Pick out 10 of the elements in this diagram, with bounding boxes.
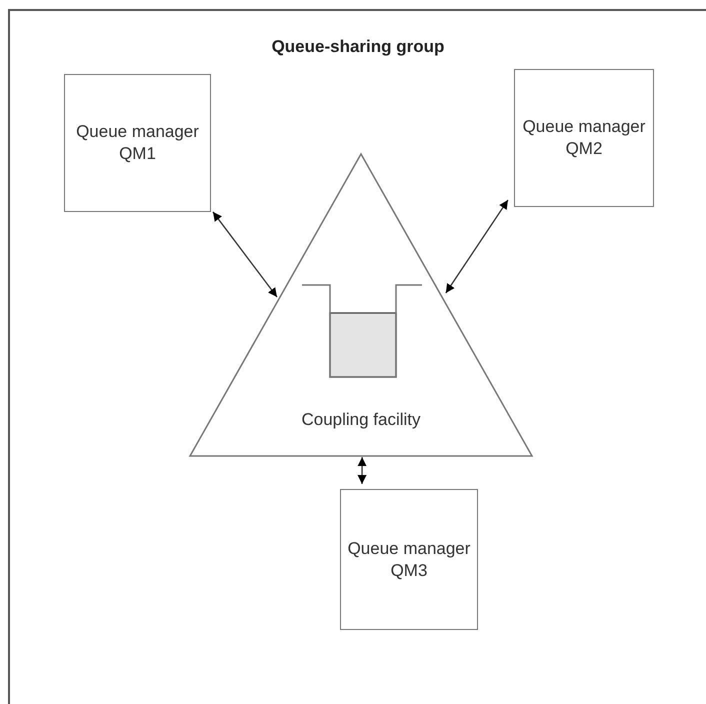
group-frame [8, 9, 706, 704]
double-arrow [445, 200, 508, 294]
double-arrow [358, 457, 367, 484]
group-title: Queue-sharing group [270, 37, 446, 57]
node-label: Coupling facility [300, 410, 422, 430]
queue-manager-box: Queue manager QM1 [64, 74, 211, 212]
queue-manager-box: Queue manager QM3 [340, 489, 478, 630]
double-arrow [212, 212, 278, 298]
coupling-facility-triangle [188, 152, 534, 457]
queue-manager-box: Queue manager QM2 [514, 69, 654, 207]
